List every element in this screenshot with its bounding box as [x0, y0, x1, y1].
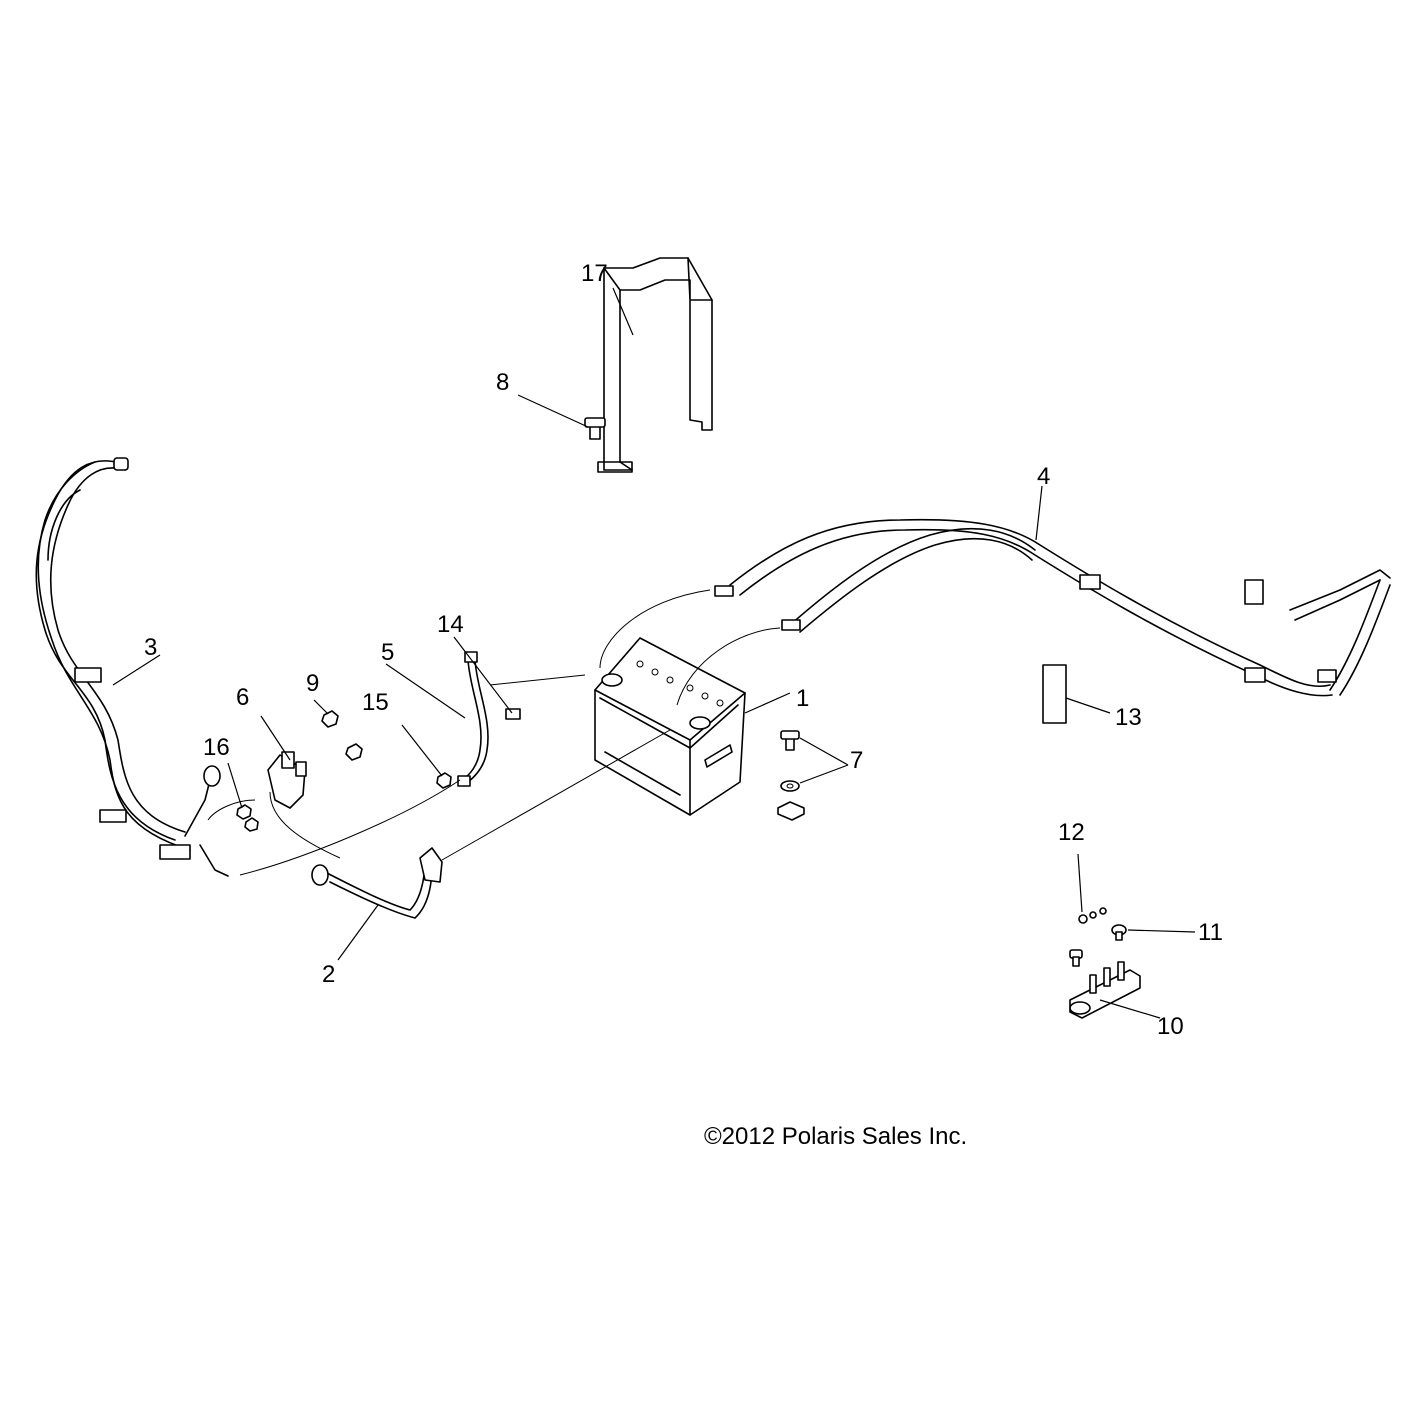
part-15-nut	[436, 772, 452, 789]
callout-10: 10	[1157, 1013, 1184, 1040]
callout-2: 2	[322, 961, 335, 988]
callout-17: 17	[581, 260, 608, 287]
part-17-bracket	[597, 257, 713, 473]
part-9-nut	[321, 710, 363, 761]
part-1-battery	[594, 637, 746, 816]
callout-9: 9	[306, 670, 319, 697]
callout-6: 6	[236, 684, 249, 711]
part-7-hardware	[777, 730, 805, 821]
callout-15: 15	[362, 689, 389, 716]
part-2-battery-cable	[311, 847, 443, 919]
callout-1: 1	[796, 685, 809, 712]
part-5-cable	[457, 651, 489, 787]
callout-4: 4	[1037, 463, 1050, 490]
callout-16: 16	[203, 734, 230, 761]
leader-lines	[112, 287, 1196, 1019]
part-6-solenoid	[267, 751, 307, 809]
callout-12: 12	[1058, 819, 1085, 846]
callout-14: 14	[437, 611, 464, 638]
part-13-label	[1042, 664, 1067, 724]
part-4-cable-harness	[714, 518, 1391, 697]
callout-labels: 1 2 3 4 5 6 7 8 9 10 11 12 13 14 15 16 1…	[144, 260, 1223, 1040]
callout-13: 13	[1115, 704, 1142, 731]
part-14-terminal	[505, 708, 521, 720]
callout-3: 3	[144, 634, 157, 661]
part-3-cable-harness	[35, 457, 229, 877]
callout-5: 5	[381, 639, 394, 666]
connection-lines	[207, 589, 781, 876]
part-12-nuts	[1078, 907, 1107, 924]
callout-11: 11	[1198, 919, 1223, 946]
part-10-terminal-block	[1069, 961, 1141, 1019]
callout-8: 8	[496, 369, 509, 396]
part-16-nut	[236, 804, 259, 832]
part-11-screw	[1069, 924, 1127, 967]
callout-7: 7	[850, 747, 863, 774]
part-8-bolt	[584, 417, 606, 440]
copyright-notice: ©2012 Polaris Sales Inc.	[704, 1123, 967, 1150]
